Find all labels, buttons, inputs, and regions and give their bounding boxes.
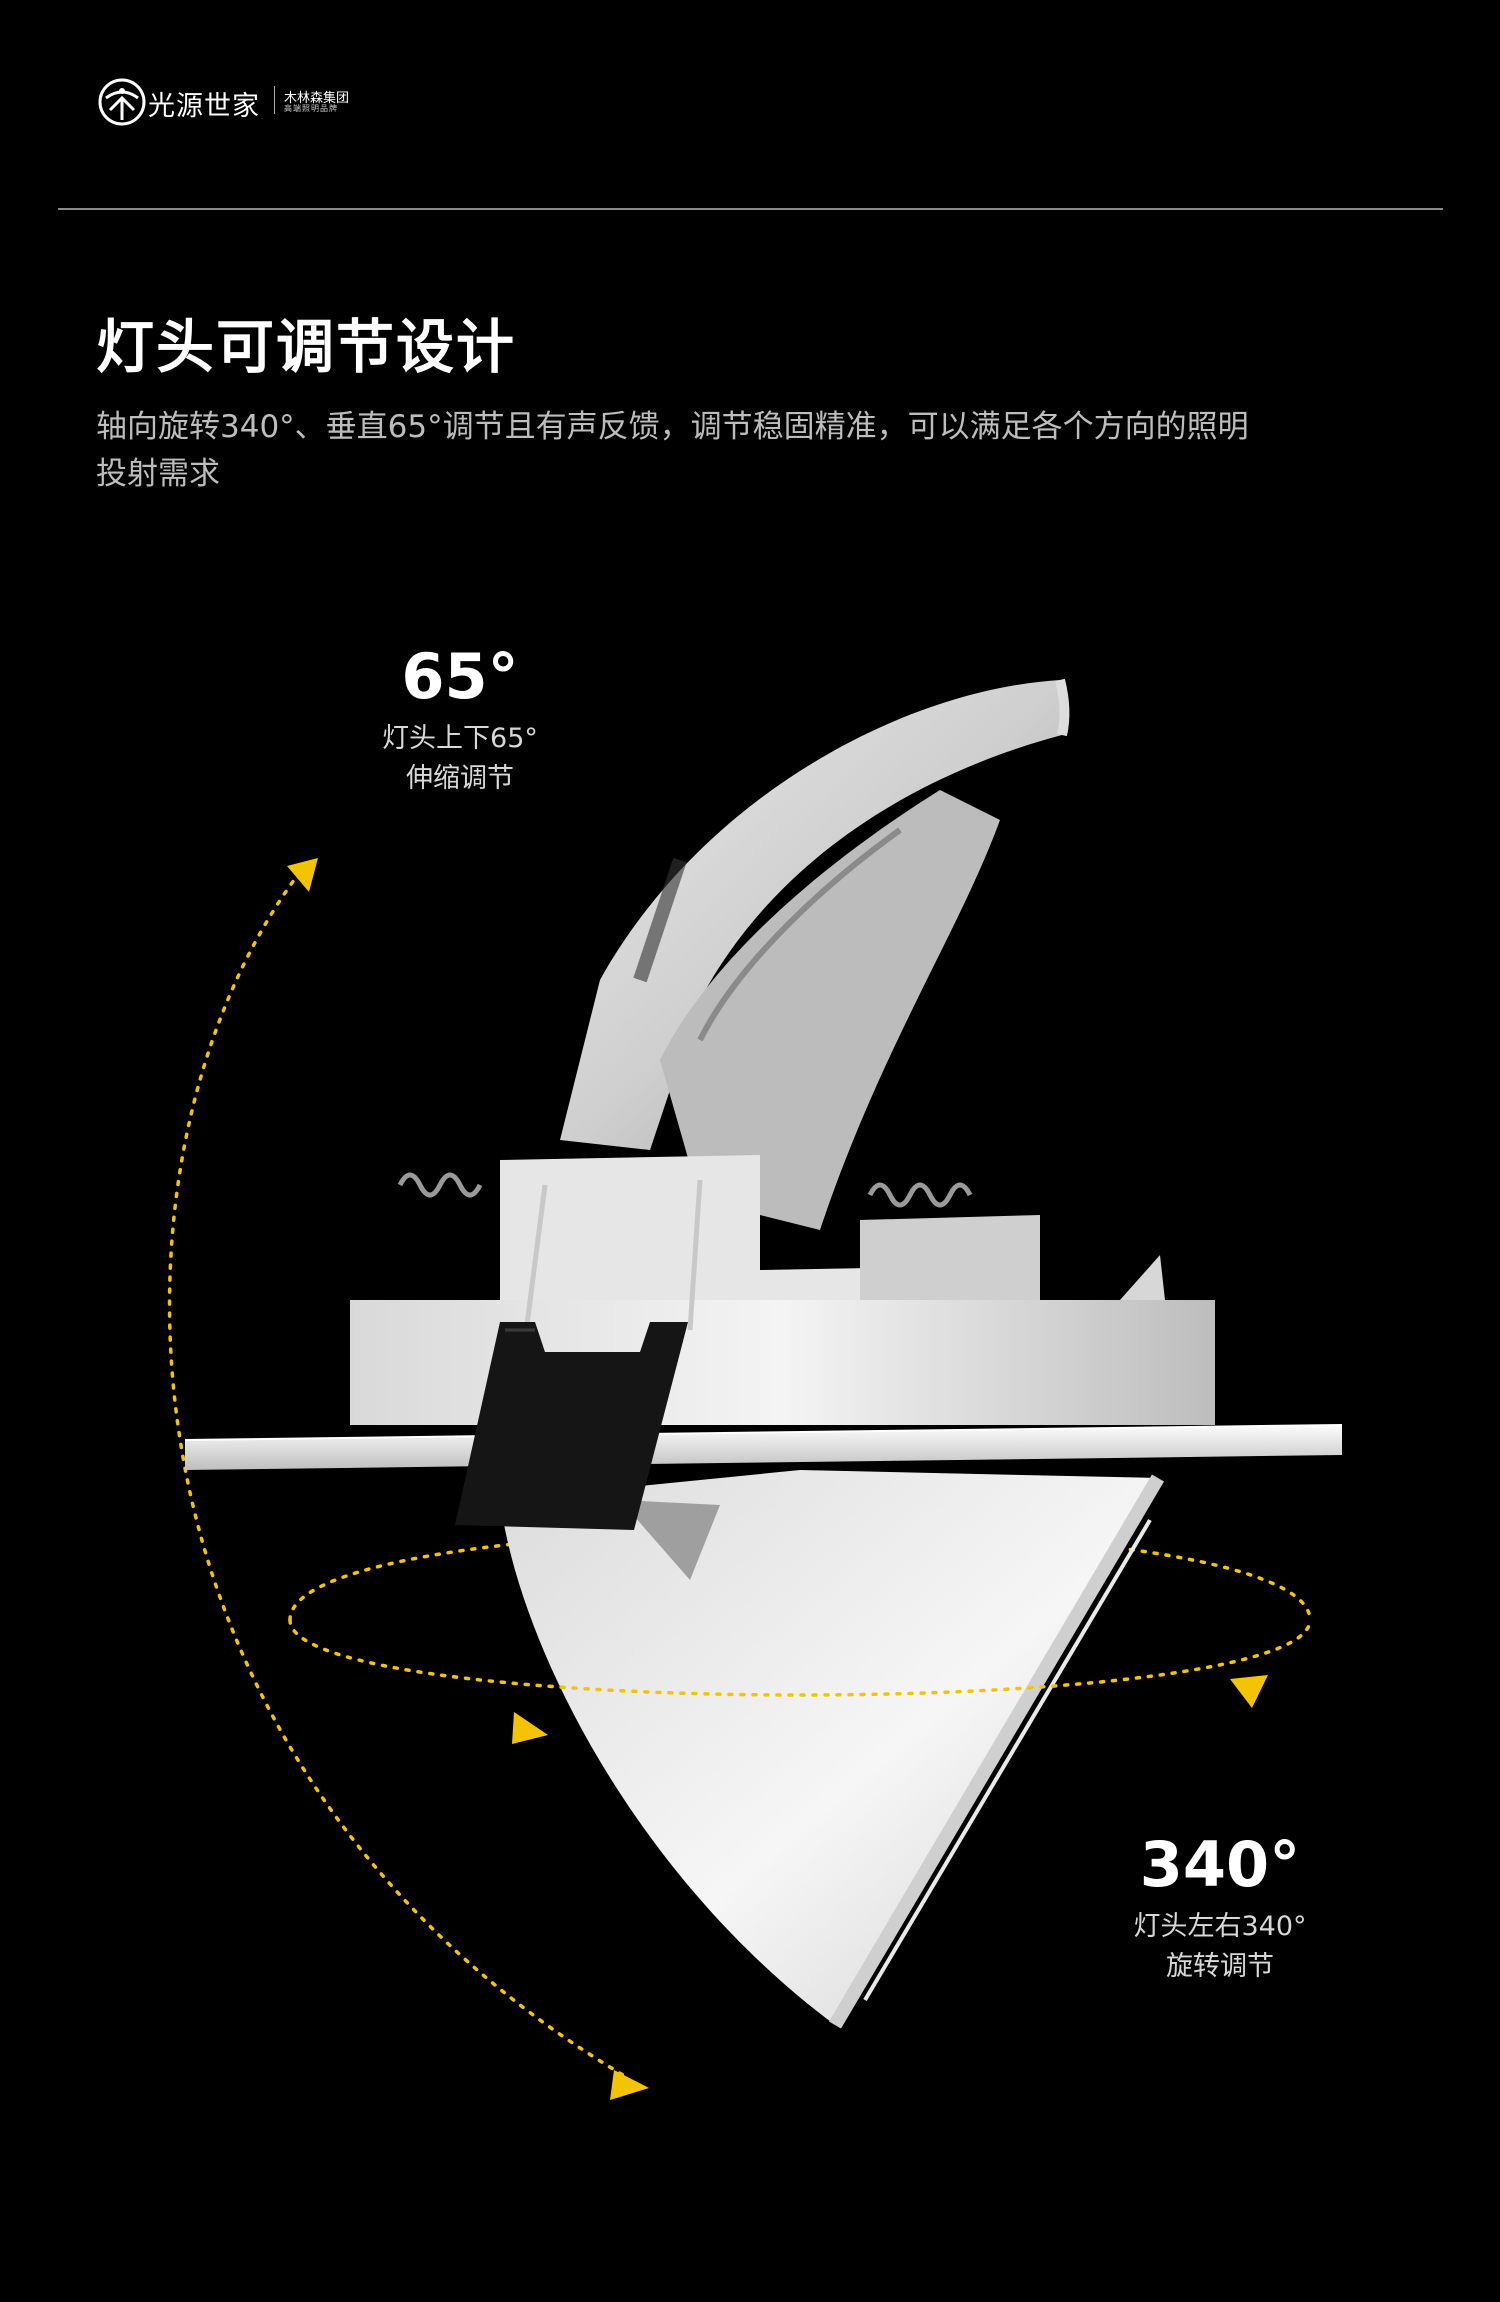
- vertical-caption-line2: 伸缩调节: [406, 763, 514, 794]
- horizontal-degree: 340°: [1139, 1828, 1301, 1901]
- arrow-right-icon-2: [1230, 1675, 1268, 1708]
- arrow-down-icon: [610, 2070, 649, 2100]
- horizontal-rotation-guide: [288, 1528, 1312, 1622]
- arrow-right-icon: [512, 1712, 548, 1744]
- horizontal-caption-line2: 旋转调节: [1166, 1951, 1274, 1982]
- vertical-caption-line1: 灯头上下65°: [382, 723, 538, 754]
- vertical-adjust-label: 65° 灯头上下65° 伸缩调节: [330, 640, 590, 799]
- horizontal-adjust-label: 340° 灯头左右340° 旋转调节: [1100, 1828, 1340, 1987]
- brand-divider: [274, 86, 275, 114]
- page-description: 轴向旋转340°、垂直65°调节且有声反馈，调节稳固精准，可以满足各个方向的照明…: [96, 409, 1249, 492]
- lamp-fixture: [184, 678, 1343, 2029]
- page-title: 灯头可调节设计: [96, 313, 517, 381]
- group-subtitle: 高端照明品牌: [284, 104, 338, 113]
- horizontal-caption-line1: 灯头左右340°: [1133, 1911, 1307, 1942]
- header-divider: [58, 208, 1443, 210]
- vertical-degree: 65°: [401, 640, 519, 713]
- group-name: 木林森集团: [284, 91, 350, 106]
- vertical-rotation-guide: [167, 858, 649, 2100]
- brand-name: 光源世家: [148, 91, 260, 122]
- horizontal-rotation-guide-front: [288, 1618, 1312, 1744]
- arrow-up-icon: [287, 858, 318, 892]
- brand-logo-icon: [98, 78, 146, 126]
